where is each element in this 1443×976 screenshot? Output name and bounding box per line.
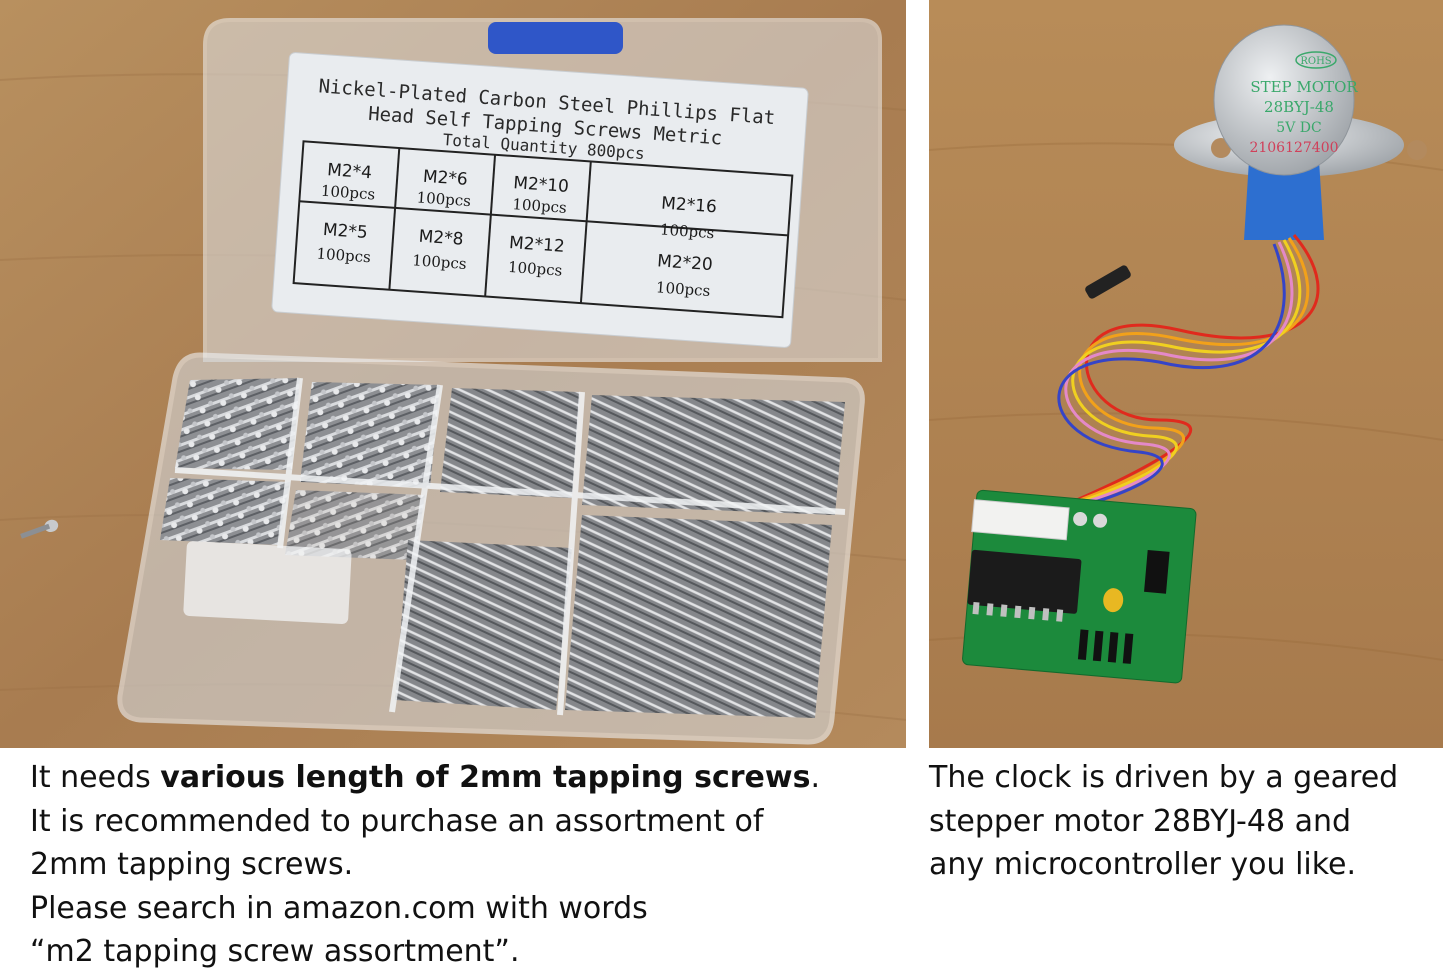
caption-line: stepper motor 28BYJ-48 and <box>929 803 1352 839</box>
label-cell-size: M2*20 <box>656 251 713 275</box>
compartment-screws <box>300 382 440 488</box>
caption-line: It needs various length of 2mm tapping s… <box>30 756 898 800</box>
screw-assortment-photo: Nickel-Plated Carbon Steel Phillips Flat… <box>0 0 906 748</box>
compartment-screws <box>175 378 300 470</box>
caption-emphasis: various length of 2mm tapping screws <box>160 760 811 795</box>
caption-line: “m2 tapping screw assortment”. <box>30 934 520 969</box>
label-cell-size: M2*6 <box>422 167 468 190</box>
label-cell-qty: 100pcs <box>659 220 714 242</box>
label-cell-size: M2*8 <box>418 227 464 250</box>
loose-screw <box>20 519 59 539</box>
capacitor <box>1103 588 1124 613</box>
right-caption: The clock is driven by a geared stepper … <box>929 756 1443 887</box>
box-tray <box>117 352 865 745</box>
compartment-screws <box>160 478 290 545</box>
compartment-screws <box>565 515 832 718</box>
caption-line: It is recommended to purchase an assortm… <box>30 803 764 839</box>
label-cell-qty: 100pcs <box>320 182 375 204</box>
caption-text: . <box>810 760 820 795</box>
compartment-screws <box>395 540 572 710</box>
label-cell-qty: 100pcs <box>412 251 467 273</box>
compartment-screws <box>285 490 425 560</box>
label-cell-qty: 100pcs <box>655 278 710 300</box>
label-cell-size: M2*10 <box>513 173 570 197</box>
stepper-motor-illustration: ROHS STEP MOTOR 28BYJ-48 5V DC 210612740… <box>929 0 1443 748</box>
motor-label-line1: STEP MOTOR <box>1250 78 1358 96</box>
label-cell-qty: 100pcs <box>416 188 471 210</box>
motor-label-line2: 28BYJ-48 <box>1264 98 1334 116</box>
compartment-screws <box>440 388 580 498</box>
label-cell-qty: 100pcs <box>512 195 567 217</box>
motor-serial: 2106127400 <box>1249 140 1338 156</box>
caption-line: The clock is driven by a geared <box>929 760 1399 795</box>
rohs-badge: ROHS <box>1300 56 1331 67</box>
box-latch <box>488 22 623 54</box>
driver-chip <box>967 549 1082 614</box>
product-label: Nickel-Plated Carbon Steel Phillips Flat… <box>271 52 809 348</box>
label-cell-size: M2*5 <box>322 220 368 243</box>
label-cell-qty: 100pcs <box>507 258 562 280</box>
wire-connector <box>971 499 1070 541</box>
label-cell-size: M2*16 <box>661 193 718 217</box>
label-cell-size: M2*12 <box>508 233 565 257</box>
caption-text: It needs <box>30 760 161 795</box>
label-cell-qty: 100pcs <box>316 245 371 267</box>
stepper-motor: ROHS STEP MOTOR 28BYJ-48 5V DC 210612740… <box>1174 24 1427 240</box>
caption-line: 2mm tapping screws. <box>30 847 354 882</box>
caption-line: Please search in amazon.com with words <box>30 890 648 926</box>
driver-board <box>962 489 1197 684</box>
motor-label-line3: 5V DC <box>1276 120 1321 136</box>
label-cell-size: M2*4 <box>326 160 372 183</box>
screw-box-illustration: Nickel-Plated Carbon Steel Phillips Flat… <box>0 0 906 748</box>
caption-line: any microcontroller you like. <box>929 847 1357 882</box>
compartment-screws <box>582 395 845 515</box>
motor-wires <box>996 234 1320 522</box>
left-caption: It needs various length of 2mm tapping s… <box>30 756 898 974</box>
stepper-motor-photo: ROHS STEP MOTOR 28BYJ-48 5V DC 210612740… <box>929 0 1443 748</box>
cable-sleeve <box>1085 265 1131 299</box>
